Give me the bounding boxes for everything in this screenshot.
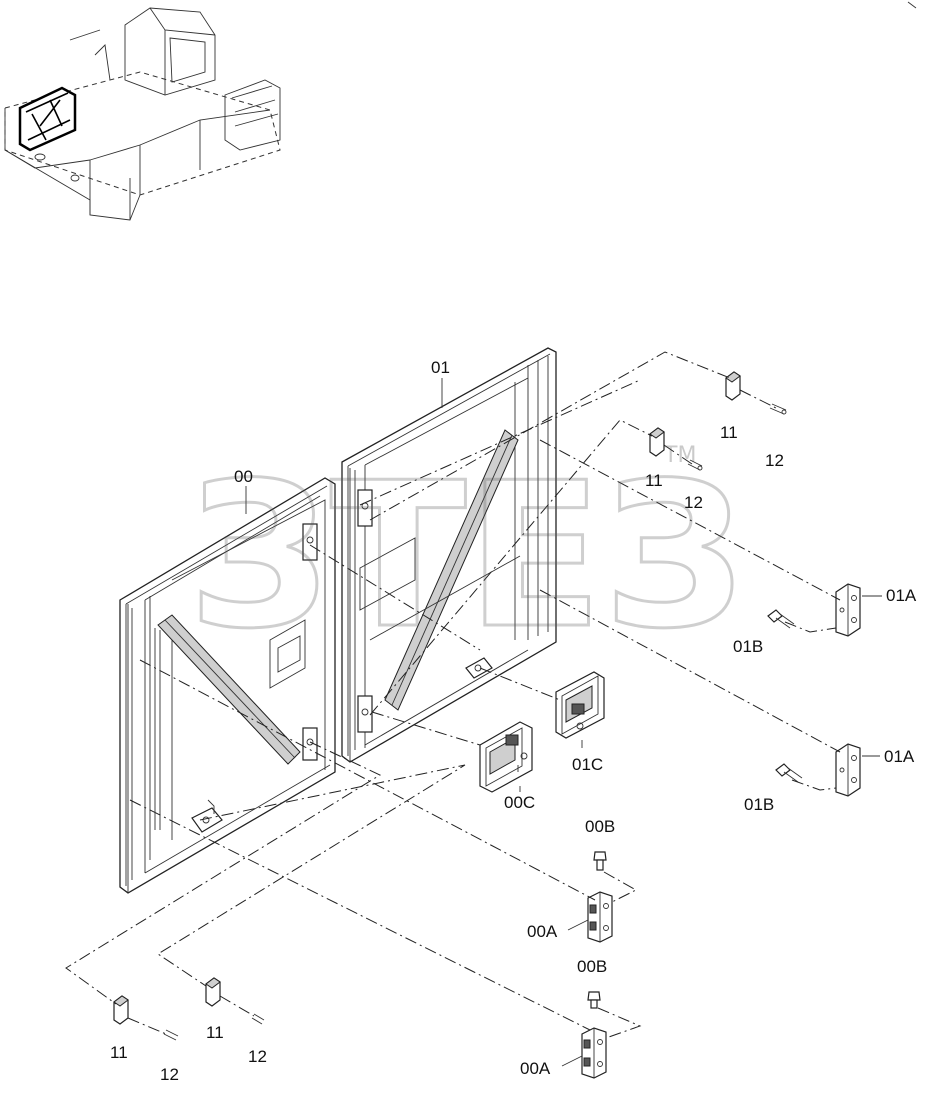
bolt-01b-top — [767, 609, 795, 629]
label-pin-12-a: 12 — [765, 451, 784, 470]
bolt-01b-bottom — [775, 763, 803, 783]
bolt-00b-top — [593, 851, 607, 871]
corner-mark — [907, 1, 917, 9]
label-hinge-00a-top: 00A — [527, 922, 558, 941]
hinge-00a-bottom — [581, 1027, 607, 1079]
block-11-d — [205, 977, 221, 1007]
label-pin-12-b: 12 — [684, 493, 703, 512]
pin-12-b — [687, 459, 703, 471]
machine-locator-view — [4, 7, 281, 221]
label-door-00: 00 — [234, 467, 253, 486]
bolt-00b-bottom — [587, 991, 601, 1009]
assembly-lines — [65, 351, 841, 1039]
part-labels: 01 00 01A 01B 01A 01B 01C 00C 00B 00A 00… — [110, 358, 917, 1084]
locator-door-highlight — [18, 86, 77, 152]
label-block-11-b: 11 — [645, 471, 663, 490]
pin-12-c — [163, 1029, 179, 1041]
hinge-01a-bottom — [835, 743, 861, 797]
label-block-11-c: 11 — [110, 1043, 128, 1062]
watermark-text: ЗТЕЗ — [188, 440, 745, 673]
label-latch-01c: 01C — [572, 755, 603, 774]
label-hinge-01a-bottom: 01A — [884, 747, 915, 766]
label-latch-00c: 00C — [504, 793, 535, 812]
watermark-tm: TM — [663, 443, 696, 468]
label-bolt-01b-top: 01B — [733, 637, 763, 656]
pin-12-d — [251, 1013, 265, 1025]
label-block-11-d: 11 — [206, 1023, 224, 1042]
door-00 — [119, 477, 336, 894]
watermark: ЗТЕЗ TM — [187, 439, 747, 675]
label-hinge-01a-top: 01A — [886, 586, 917, 605]
label-door-01: 01 — [431, 358, 450, 377]
label-hinge-00a-bottom: 00A — [520, 1059, 551, 1078]
label-pin-12-c: 12 — [160, 1065, 179, 1084]
block-11-a — [725, 371, 741, 401]
block-11-b — [649, 427, 665, 457]
block-11-c — [113, 995, 129, 1025]
hinge-01a-top — [835, 583, 861, 637]
label-bolt-01b-bottom: 01B — [744, 795, 774, 814]
pin-12-a — [769, 403, 787, 415]
label-bolt-00b-bottom: 00B — [577, 957, 607, 976]
latch-00c — [479, 721, 533, 793]
door-01 — [341, 347, 557, 763]
label-bolt-00b-top: 00B — [585, 817, 615, 836]
hinge-00a-top — [587, 891, 613, 943]
label-pin-12-d: 12 — [248, 1047, 267, 1066]
latch-01c — [555, 671, 605, 739]
label-block-11-a: 11 — [720, 423, 738, 442]
leader-lines — [245, 378, 882, 1067]
